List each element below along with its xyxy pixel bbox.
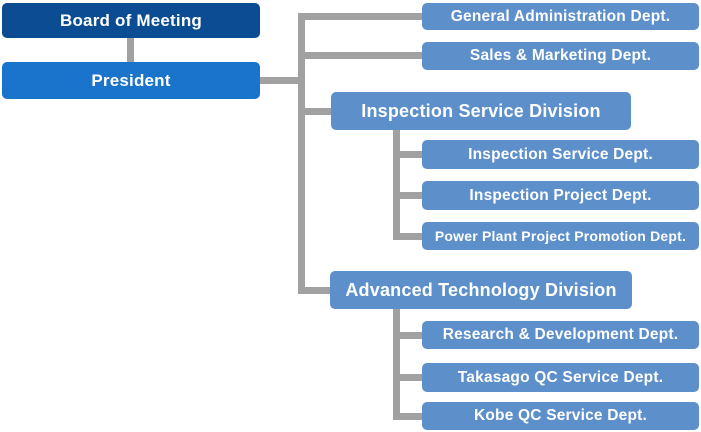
connector-to-inspection-division <box>305 108 331 115</box>
connector-to-inspection-service-dept <box>400 151 422 158</box>
node-advanced-technology-division: Advanced Technology Division <box>330 271 632 309</box>
connector-to-power-plant-dept <box>400 233 422 240</box>
connector-to-general-administration <box>305 13 422 20</box>
connector-president-to-trunk <box>260 77 298 84</box>
node-inspection-service-dept: Inspection Service Dept. <box>422 140 699 169</box>
node-power-plant-project-promotion-dept: Power Plant Project Promotion Dept. <box>422 222 699 250</box>
connector-board-to-president <box>127 38 134 62</box>
node-research-development-dept: Research & Development Dept. <box>422 321 699 349</box>
node-kobe-qc-service-dept: Kobe QC Service Dept. <box>422 402 699 430</box>
connector-to-sales-marketing <box>305 52 422 59</box>
node-board-of-meeting: Board of Meeting <box>2 3 260 38</box>
node-president: President <box>2 62 260 99</box>
node-sales-marketing-dept: Sales & Marketing Dept. <box>422 42 699 70</box>
connector-inspection-trunk <box>393 130 400 240</box>
connector-main-trunk <box>298 13 305 294</box>
node-inspection-service-division: Inspection Service Division <box>331 92 631 130</box>
connector-to-advanced-division <box>305 287 330 294</box>
connector-to-inspection-project-dept <box>400 192 422 199</box>
connector-advanced-trunk <box>393 309 400 420</box>
connector-to-takasago-dept <box>400 374 422 381</box>
node-inspection-project-dept: Inspection Project Dept. <box>422 181 699 210</box>
connector-to-kobe-dept <box>400 413 422 420</box>
connector-to-research-development-dept <box>400 332 422 339</box>
node-general-administration-dept: General Administration Dept. <box>422 3 699 30</box>
node-takasago-qc-service-dept: Takasago QC Service Dept. <box>422 363 699 392</box>
